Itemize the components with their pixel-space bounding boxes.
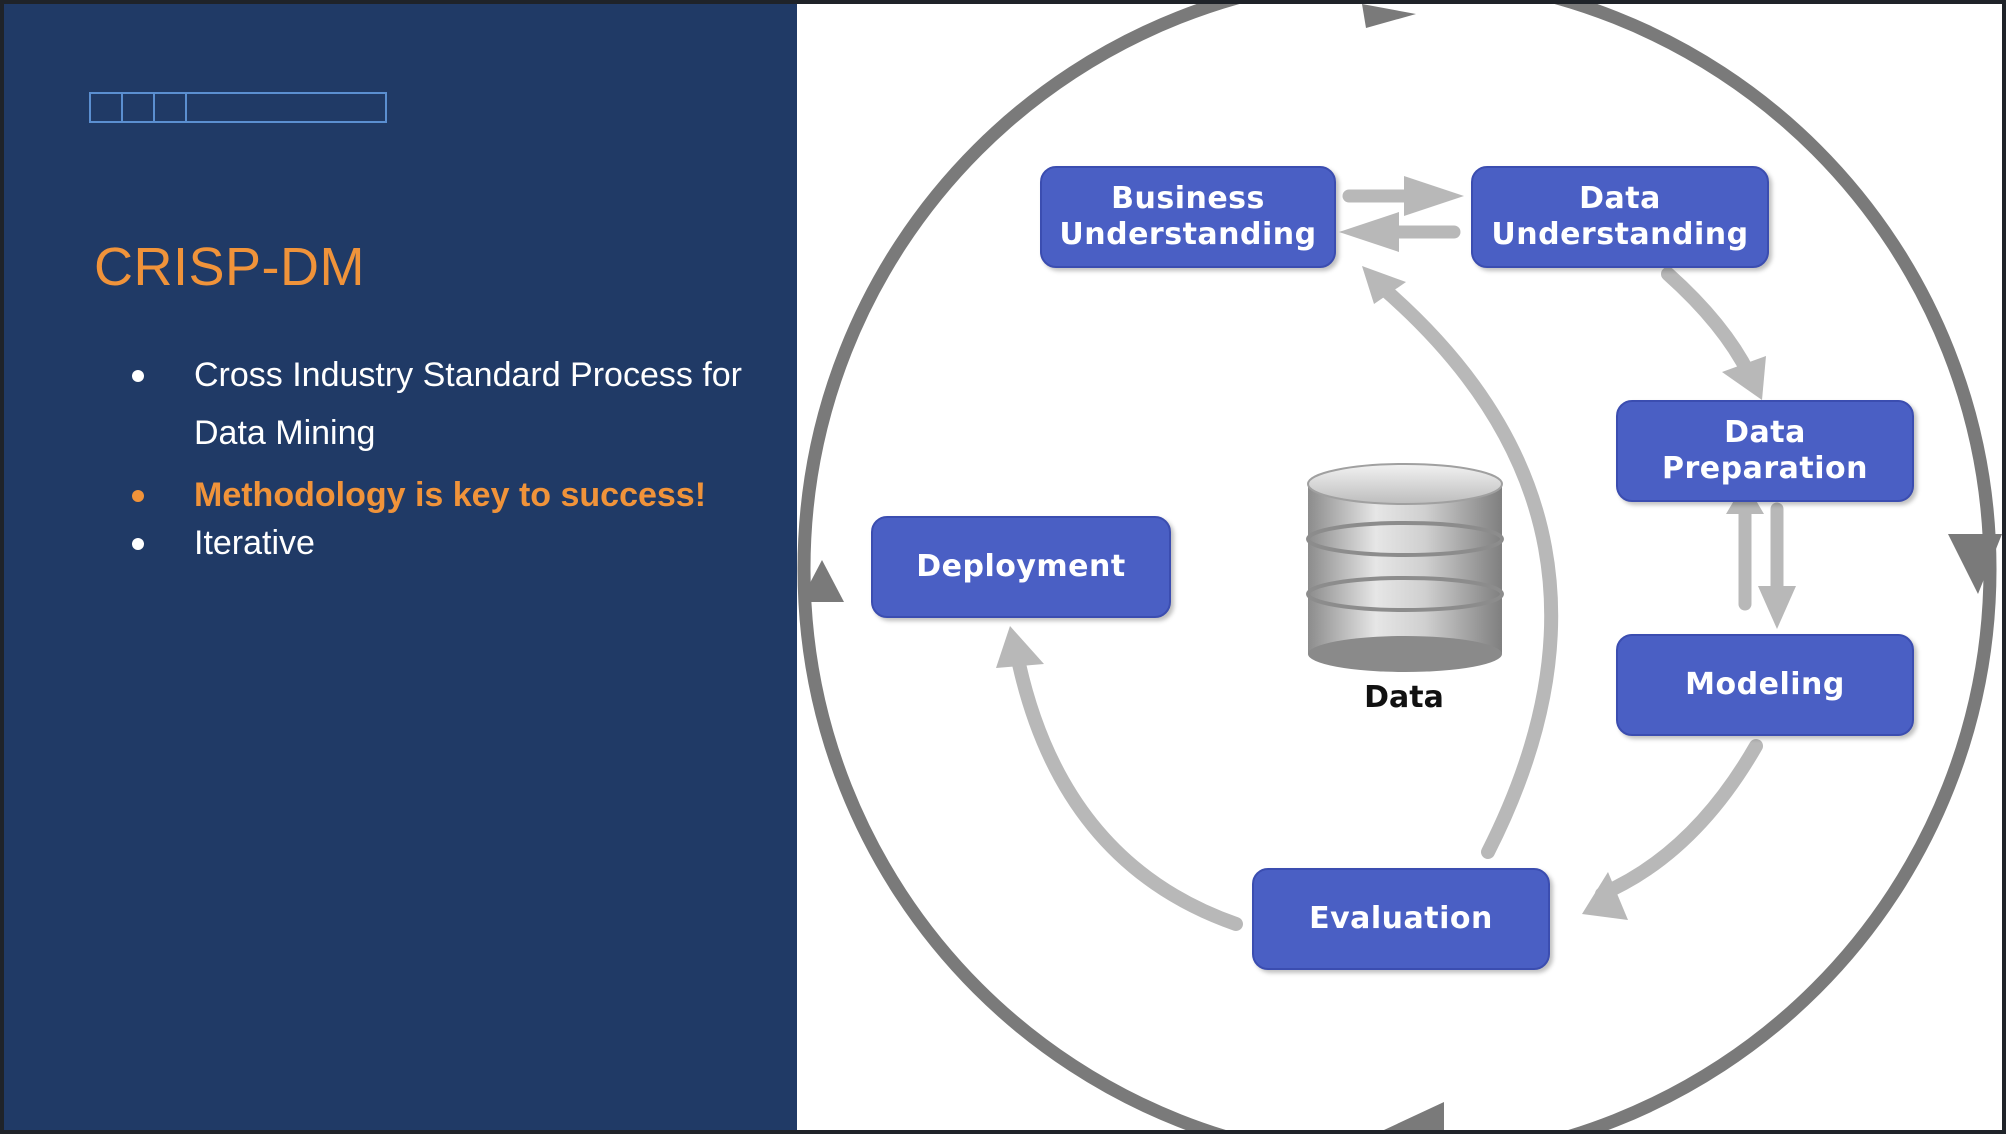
stage-label-line: Evaluation — [1309, 901, 1493, 936]
stage-label-line: Data — [1579, 181, 1661, 216]
decorative-grid-bar — [89, 92, 387, 123]
left-text-panel: CRISP-DM Cross Industry Standard Process… — [4, 4, 797, 1130]
ring-arrowhead-top — [1362, 4, 1416, 28]
stage-label-line: Deployment — [916, 549, 1126, 584]
slide: Business Understanding Data Understandin… — [4, 4, 2002, 1130]
bullet-dot — [132, 370, 144, 382]
stage-data-preparation: Data Preparation — [1616, 400, 1914, 502]
stage-label-line: Modeling — [1685, 667, 1845, 702]
inner-arrowheads — [996, 176, 1796, 920]
slide-title: CRISP-DM — [94, 237, 365, 297]
stage-label-line: Business — [1111, 181, 1265, 216]
outer-cycle-ring — [797, 4, 2002, 1130]
database-icon — [1306, 463, 1504, 672]
bullet-dot — [132, 538, 144, 550]
database-label: Data — [1364, 680, 1444, 715]
crisp-dm-diagram — [797, 4, 2002, 1130]
stage-label-line: Understanding — [1491, 217, 1749, 252]
bullet-text: Iterative — [194, 524, 315, 562]
stage-modeling: Modeling — [1616, 634, 1914, 736]
bullet-text-highlighted: Methodology is key to success! — [194, 476, 707, 514]
bullet-dot — [132, 490, 144, 502]
stage-label-line: Preparation — [1662, 451, 1868, 486]
stage-label-line: Data — [1724, 415, 1806, 450]
bullet-text: Cross Industry Standard Process for Data… — [194, 356, 743, 452]
stage-data-understanding: Data Understanding — [1471, 166, 1769, 268]
ring-arrowhead-left — [800, 560, 844, 602]
ring-arrowhead-right — [1948, 534, 2002, 594]
stage-label-line: Understanding — [1059, 217, 1317, 252]
stage-deployment: Deployment — [871, 516, 1171, 618]
stage-evaluation: Evaluation — [1252, 868, 1550, 970]
ring-arrowhead-bottom — [1384, 1102, 1444, 1130]
stage-business-understanding: Business Understanding — [1040, 166, 1336, 268]
inner-arrows — [1012, 189, 1784, 931]
